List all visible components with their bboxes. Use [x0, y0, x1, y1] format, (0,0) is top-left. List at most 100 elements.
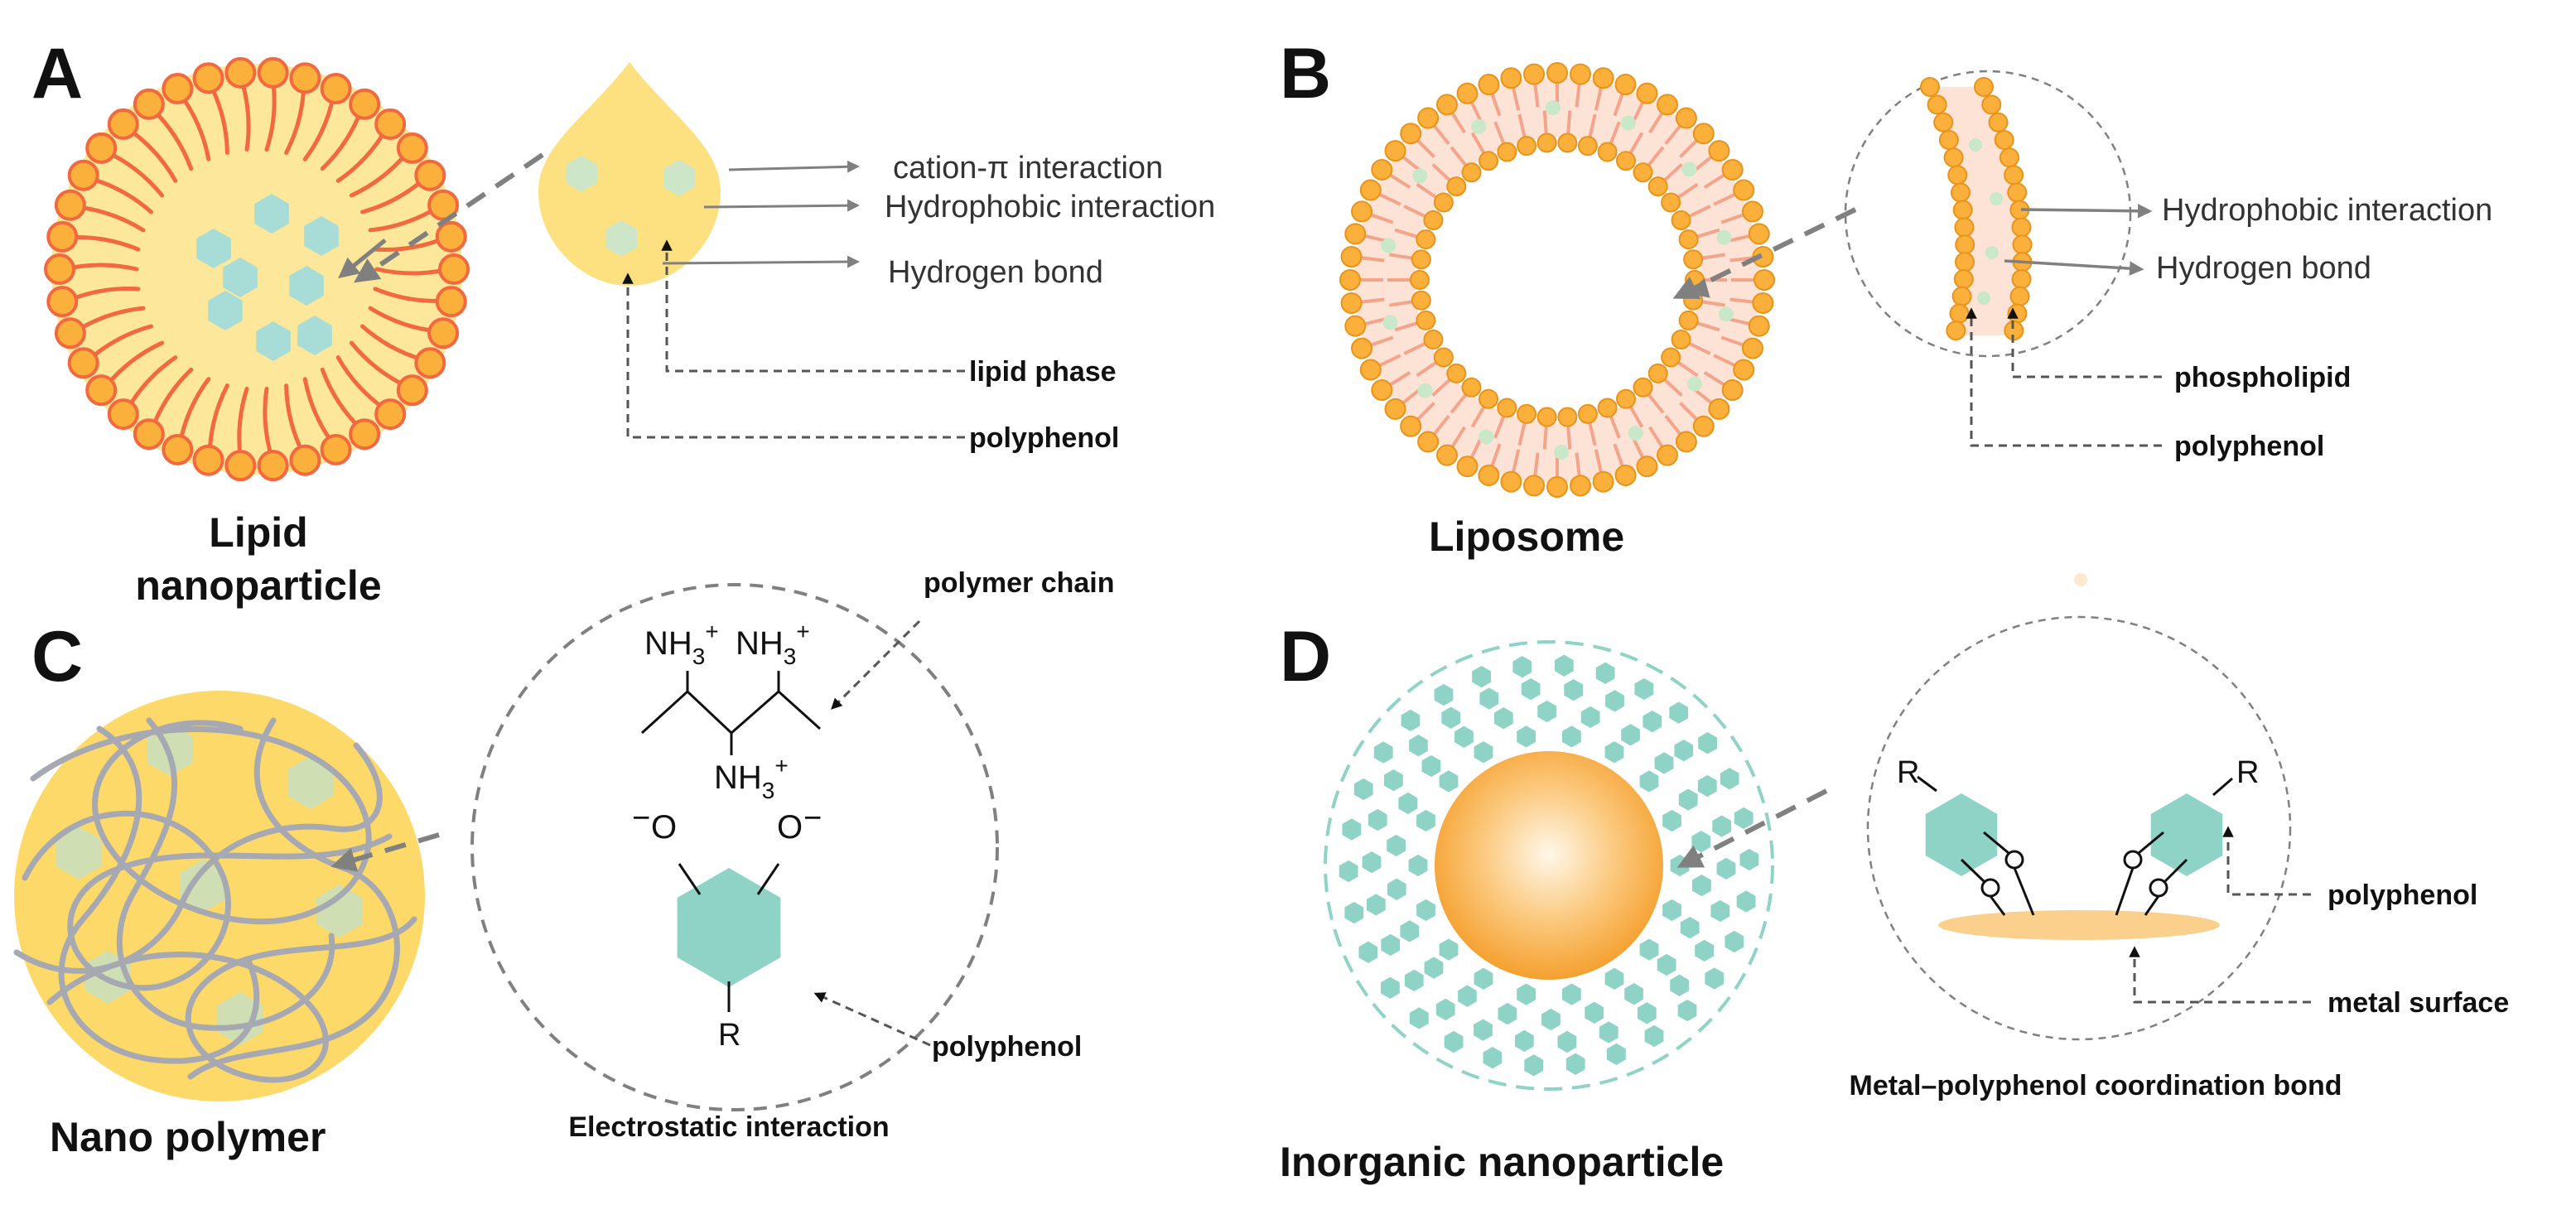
- lipid-head: [107, 398, 139, 431]
- coordination-caption: Metal–polyphenol coordination bond: [1850, 1070, 2342, 1101]
- phospholipid-head: [1557, 133, 1578, 153]
- polyphenol-node: [1564, 678, 1584, 701]
- phospholipid-head: [1633, 377, 1653, 398]
- zoom-arrow: [330, 832, 440, 872]
- polyphenol-hexagons: [196, 194, 339, 361]
- polyphenol-node: [1400, 920, 1420, 942]
- panel-d: D R R: [1280, 573, 2509, 1185]
- polyphenol-node: [1474, 741, 1493, 764]
- polyphenol-node: [1404, 969, 1424, 992]
- lipid-head: [162, 433, 194, 465]
- phospholipid-head: [1683, 249, 1704, 270]
- polyphenol-node: [1739, 848, 1759, 871]
- phospholipid-head: [1614, 464, 1637, 486]
- lipid-head: [162, 73, 194, 105]
- lipid-droplet: [538, 62, 721, 286]
- polyphenol-node: [1734, 807, 1754, 830]
- lipid-head: [349, 88, 381, 120]
- phospholipid-head: [1410, 270, 1430, 290]
- metal-surface-pointer: [2129, 946, 2311, 1004]
- polyphenol-node: [1439, 770, 1459, 793]
- phospholipid-head: [1741, 200, 1763, 223]
- lipid-phase-pointer: [661, 239, 965, 373]
- polyphenol-dot: [1545, 100, 1561, 116]
- phospholipid-head: [1456, 82, 1479, 104]
- polyphenol-node: [1595, 662, 1615, 684]
- phospholipid-head: [1661, 192, 1681, 213]
- polyphenol-node: [1474, 967, 1493, 990]
- interaction-label: Hydrogen bond: [2156, 251, 2371, 286]
- phospholipid-head: [1446, 363, 1467, 383]
- phospholipid-head: [1708, 140, 1730, 162]
- polyphenol-node: [1498, 1002, 1517, 1025]
- lipid-head: [374, 108, 407, 140]
- polyphenol-node: [1557, 1030, 1577, 1053]
- phospholipid-head: [1592, 470, 1614, 493]
- lipid-head: [224, 56, 257, 89]
- polyphenol-dot: [1985, 246, 1999, 259]
- phospholipid-head: [1657, 94, 1679, 116]
- interaction-label: Hydrophobic interaction: [2162, 193, 2492, 228]
- phospholipid-head: [1943, 147, 1964, 168]
- phospholipid-head: [1479, 151, 1498, 171]
- phospholipid-head: [1536, 133, 1557, 153]
- polyphenol-node: [1458, 985, 1477, 1007]
- phospholipid-head: [1597, 142, 1618, 162]
- phospholipid-head: [1435, 94, 1458, 116]
- polymer-chain-label: polymer chain: [924, 567, 1115, 599]
- polyphenol-node: [1454, 725, 1474, 748]
- phospholipid-head: [1950, 182, 1971, 203]
- phospholipid-head: [1733, 359, 1755, 381]
- polyphenol-dot: [1620, 115, 1636, 131]
- lipid-head: [427, 317, 460, 349]
- polyphenol-node: [1353, 778, 1373, 801]
- panel-b-title: Liposome: [1429, 513, 1624, 560]
- polyphenol-node: [1554, 654, 1574, 677]
- polyphenol-node: [1585, 1001, 1604, 1024]
- phospholipid-head: [1423, 210, 1444, 230]
- polyphenol-node: [1421, 754, 1441, 778]
- lipid-head: [396, 374, 428, 407]
- polyphenol-hexagon: [55, 827, 102, 880]
- lipid-head: [289, 444, 321, 476]
- phospholipid-head: [1636, 82, 1658, 104]
- phospholipid-head: [1359, 179, 1382, 201]
- phospholipid-head: [1754, 269, 1775, 291]
- polyphenol-node: [1366, 894, 1386, 916]
- polyphenol-node: [1605, 690, 1624, 712]
- phospholipid-head: [1952, 200, 1973, 220]
- panel-c-letter: C: [31, 617, 83, 696]
- phospholipid-head: [1423, 330, 1444, 350]
- polyphenol-hexagon: [256, 321, 291, 361]
- polyphenol-node: [1716, 857, 1736, 880]
- lipid-head: [374, 398, 407, 431]
- polyphenol-dot: [1969, 138, 1982, 152]
- lipid-head: [133, 88, 165, 120]
- polyphenol-node: [1669, 701, 1689, 724]
- phospholipid-head: [1955, 234, 1975, 255]
- lipid-head: [257, 56, 289, 89]
- polyphenol-node: [1677, 999, 1697, 1022]
- phospholipid-head: [1657, 444, 1679, 466]
- polyphenol-dot: [1479, 429, 1494, 445]
- polyphenol-node: [1517, 983, 1536, 1005]
- phospholipid-head: [1384, 398, 1406, 420]
- lipid-head: [85, 132, 118, 164]
- phospholipid-head: [1748, 223, 1770, 245]
- decorative-dot: [2074, 573, 2087, 586]
- amine-group: NH3+: [714, 753, 789, 803]
- polyphenol-node: [1637, 1002, 1657, 1024]
- phospholipid-head: [1500, 67, 1522, 89]
- phospholipid-head: [2012, 234, 2033, 255]
- polyphenol-node: [1662, 899, 1681, 922]
- phospholipid-head: [1371, 379, 1393, 402]
- inorganic-nanoparticle: [1324, 640, 1774, 1091]
- polyphenol-node: [1409, 735, 1428, 757]
- polyphenol-label: polyphenol: [2174, 431, 2324, 462]
- polyphenol-dot: [1681, 161, 1697, 177]
- polymer-chain: [13, 717, 417, 1083]
- phospholipid-head: [1433, 192, 1454, 213]
- polymer-chain-structure: NH3+ NH3+ NH3+: [640, 619, 822, 803]
- polyphenol-node: [1695, 939, 1714, 962]
- phospholipid-head: [1384, 140, 1406, 162]
